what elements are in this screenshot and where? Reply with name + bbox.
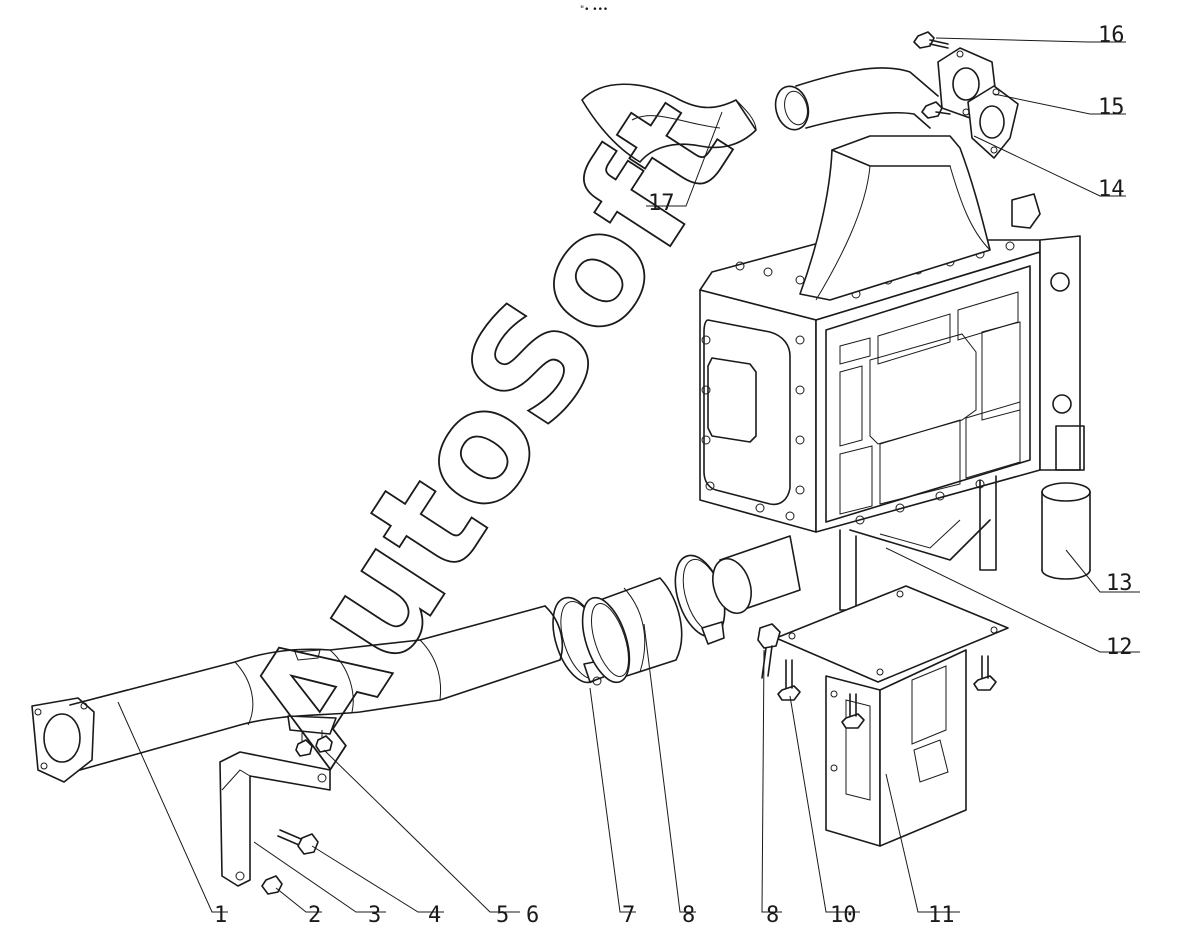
callout-10: 10 [830, 903, 857, 928]
callout-labels: 1 2 3 4 5 6 7 8 8 10 11 12 13 14 15 16 1… [214, 23, 1133, 928]
callout-1: 1 [214, 903, 227, 928]
watermark: AutoSoft [214, 69, 766, 789]
callout-7: 7 [622, 903, 635, 928]
callout-6: 6 [526, 903, 539, 928]
part-5-6-nuts [287, 715, 337, 757]
part-3-mounting-bracket [219, 751, 331, 887]
part-14-gasket [967, 85, 1019, 159]
part-16-bolts [913, 31, 951, 119]
callout-8-coupling: 8 [682, 903, 695, 928]
part-2-nut [261, 875, 283, 895]
part-11-mounting-stand [775, 585, 1009, 847]
part-12-intercooler [699, 135, 1085, 615]
callout-4: 4 [428, 903, 441, 928]
part-4-bolt [277, 829, 319, 855]
part-8-rubber-coupling [581, 577, 683, 684]
callout-2: 2 [308, 903, 321, 928]
callout-15: 15 [1098, 95, 1125, 120]
part-10-bolts [777, 655, 997, 729]
inlet-pipe [774, 67, 939, 131]
callout-3: 3 [368, 903, 381, 928]
header-mark: "• ••• [580, 5, 608, 15]
callout-8-valve: 8 [766, 903, 779, 928]
callout-13: 13 [1106, 571, 1133, 596]
callout-11: 11 [928, 903, 955, 928]
callout-17: 17 [648, 191, 675, 216]
part-13-sleeve [1041, 482, 1091, 580]
callout-5: 5 [496, 903, 509, 928]
callout-16: 16 [1098, 23, 1125, 48]
part-17-rubber-hose [581, 83, 757, 163]
part-8-drain-valve [757, 623, 781, 679]
callout-12: 12 [1106, 635, 1133, 660]
callout-14: 14 [1098, 177, 1125, 202]
leader-lines [117, 37, 1140, 913]
